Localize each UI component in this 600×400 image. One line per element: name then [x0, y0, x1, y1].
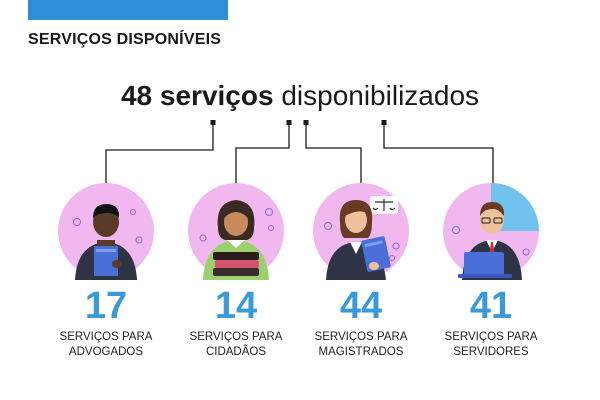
headline-number: 48 [120, 80, 153, 111]
desc-cidadaos: SERVIÇOS PARA CIDADÃOS [189, 331, 283, 358]
connector-magistrados [305, 124, 362, 190]
connector-dot [210, 120, 216, 125]
headline: 48 serviços disponibilizados [0, 80, 600, 112]
connector-dot [381, 120, 387, 125]
persona-servidores: 41 SERVIÇOS PARA SERVIDORES [436, 182, 546, 360]
connector-dot [286, 120, 292, 125]
count-servidores: 41 [469, 285, 513, 327]
headline-bold-word: serviços [159, 80, 274, 111]
persona-cidadaos: 14 SERVIÇOS PARA CIDADÃOS [181, 182, 291, 360]
count-magistrados: 44 [339, 285, 383, 327]
lawyer-icon [58, 183, 154, 280]
civil-servant-icon [443, 183, 539, 280]
desc-servidores: SERVIÇOS PARA SERVIDORES [444, 331, 538, 358]
headline-rest: disponibilizados [281, 80, 480, 111]
connector-advogados [105, 124, 214, 190]
desc-magistrados: SERVIÇOS PARA MAGISTRADOS [314, 331, 408, 358]
scales-icon [372, 199, 396, 211]
top-accent-bar [28, 0, 228, 20]
connector-cidadaos [235, 124, 290, 190]
connector-servidores [383, 124, 494, 190]
persona-advogados: 17 SERVIÇOS PARA ADVOGADOS [51, 182, 161, 360]
desc-advogados: SERVIÇOS PARA ADVOGADOS [59, 331, 153, 358]
citizen-icon [188, 183, 284, 280]
connector-dot [303, 120, 309, 125]
count-advogados: 17 [84, 285, 128, 327]
section-title: SERVIÇOS DISPONÍVEIS [28, 31, 222, 48]
count-cidadaos: 14 [214, 285, 258, 327]
laptop-icon [464, 252, 504, 276]
magistrate-icon [313, 183, 409, 280]
persona-magistrados: 44 SERVIÇOS PARA MAGISTRADOS [306, 182, 416, 360]
